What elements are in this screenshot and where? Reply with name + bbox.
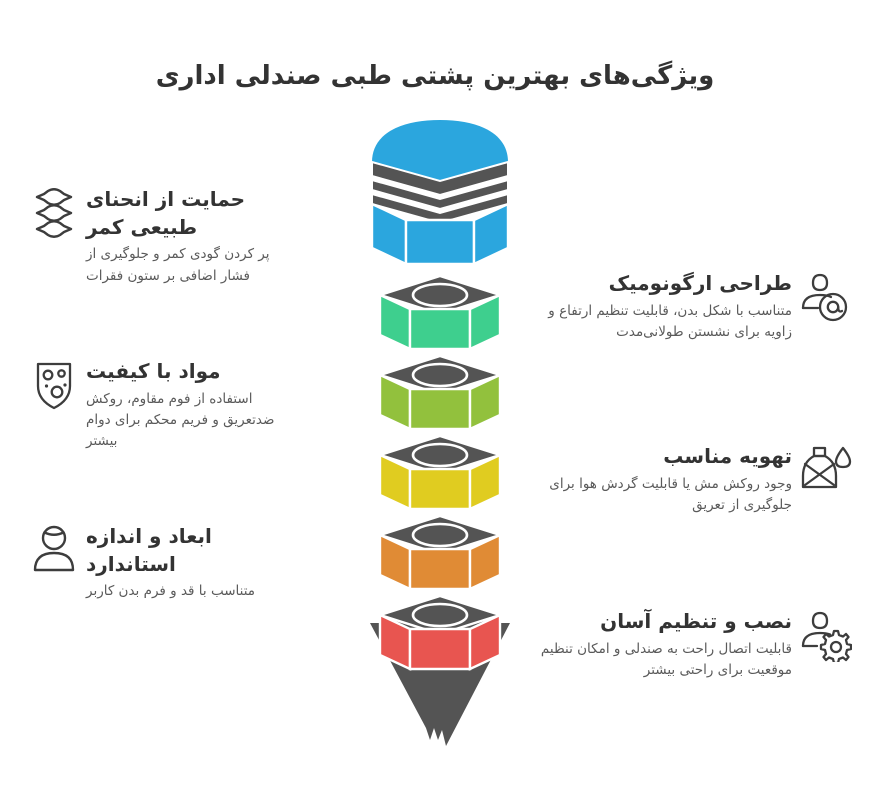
funnel-layer-orange [376, 514, 504, 591]
funnel-layer-green [376, 274, 504, 351]
feature-lumbar-support: حمایت از انحنای طبیعی کمر پر کردن گودی ک… [28, 186, 310, 287]
feature-text: طراحی ارگونومیک متناسب با شکل بدن، قابلی… [530, 270, 800, 343]
feature-description: استفاده از فوم مقاوم، روکش ضدتعریق و فری… [86, 390, 275, 450]
feature-quality-materials: مواد با کیفیت استفاده از فوم مقاوم، روکش… [28, 358, 310, 453]
feature-text: تهویه مناسب وجود روکش مش یا قابلیت گردش … [530, 443, 800, 516]
feature-text: نصب و تنظیم آسان قابلیت اتصال راحت به صن… [530, 608, 800, 681]
feature-title: تهویه مناسب [663, 444, 792, 468]
funnel-layer-red [376, 594, 504, 671]
person-at-icon [800, 272, 852, 324]
funnel-layer-blue [370, 120, 510, 266]
feature-standard-dimensions: ابعاد و اندازه استاندارد متناسب با قد و … [28, 523, 310, 603]
page-title: ویژگی‌های بهترین پشتی طبی صندلی اداری [155, 61, 715, 91]
feature-title: نصب و تنظیم آسان [600, 609, 792, 633]
feature-title: طراحی ارگونومیک [608, 271, 792, 295]
funnel-graphic [348, 118, 532, 763]
feature-description: پر کردن گودی کمر و جلوگیری از فشار اضافی… [86, 246, 270, 284]
feature-text: مواد با کیفیت استفاده از فوم مقاوم، روکش… [80, 358, 310, 453]
feature-proper-ventilation: تهویه مناسب وجود روکش مش یا قابلیت گردش … [530, 443, 852, 516]
feature-description: قابلیت اتصال راحت به صندلی و امکان تنظیم… [540, 640, 792, 678]
funnel-layer-olive [376, 354, 504, 431]
feature-easy-installation: نصب و تنظیم آسان قابلیت اتصال راحت به صن… [530, 608, 852, 681]
feature-description: وجود روکش مش یا قابلیت گردش هوا برای جلو… [549, 475, 792, 513]
person-gear-icon [800, 610, 852, 662]
spine-icon [28, 188, 80, 240]
person-icon [28, 525, 80, 577]
feature-title: حمایت از انحنای طبیعی کمر [86, 187, 246, 239]
feature-title: ابعاد و اندازه استاندارد [86, 524, 212, 576]
feature-description: متناسب با شکل بدن، قابلیت تنظیم ارتفاع و… [548, 302, 792, 340]
feature-text: حمایت از انحنای طبیعی کمر پر کردن گودی ک… [80, 186, 310, 287]
feature-title: مواد با کیفیت [86, 359, 221, 383]
feature-ergonomic-design: طراحی ارگونومیک متناسب با شکل بدن، قابلی… [530, 270, 852, 343]
shield-dots-icon [28, 360, 80, 412]
feature-description: متناسب با قد و فرم بدن کاربر [86, 583, 256, 600]
no-sweat-bottle-icon [800, 445, 852, 497]
feature-text: ابعاد و اندازه استاندارد متناسب با قد و … [80, 523, 310, 603]
funnel-layer-yellow [376, 434, 504, 511]
